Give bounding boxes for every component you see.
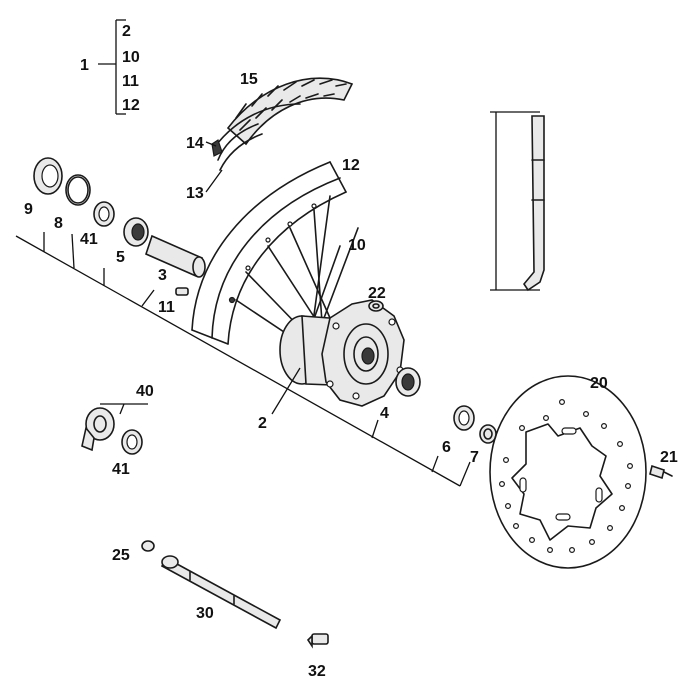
disc-bolt — [649, 464, 673, 480]
callout-15: 15 — [240, 71, 258, 88]
callout-32: 32 — [308, 663, 326, 680]
circlip — [65, 174, 91, 206]
callout-25: 25 — [112, 547, 130, 564]
brake-disc — [489, 375, 647, 569]
callout-1: 1 — [80, 57, 89, 74]
callout-10: 10 — [348, 237, 366, 254]
assembly-axis-leader — [15, 232, 471, 487]
retaining-ring — [93, 201, 115, 227]
callout-2: 2 — [258, 415, 267, 432]
callout-5: 5 — [116, 249, 125, 266]
speedometer-drive — [81, 407, 143, 455]
callout-13: 13 — [186, 185, 204, 202]
seal-ring-right — [453, 405, 475, 431]
axle-clamp-bolt — [306, 633, 329, 649]
callout-21: 21 — [660, 449, 678, 466]
callout-41-speedo: 41 — [112, 461, 130, 478]
callout-6: 6 — [442, 439, 451, 456]
callout-20: 20 — [590, 375, 608, 392]
tyre — [226, 77, 354, 146]
callout-22: 22 — [368, 285, 386, 302]
callout-41-left: 41 — [80, 231, 98, 248]
callout-9: 9 — [24, 201, 33, 218]
callout-8: 8 — [54, 215, 63, 232]
callout-40: 40 — [136, 383, 154, 400]
grub-screw — [175, 287, 189, 296]
hub — [279, 299, 405, 407]
callout-4: 4 — [380, 405, 389, 422]
callout-11: 11 — [158, 299, 175, 316]
kit-item-4: 12 — [122, 97, 140, 114]
callout-30: 30 — [196, 605, 214, 622]
axle-nut — [141, 540, 155, 552]
bearing-left — [123, 217, 149, 247]
kit-item-2: 10 — [122, 49, 140, 66]
bearing-right — [395, 367, 421, 397]
front-axle — [160, 555, 282, 630]
spacer-sleeve — [145, 234, 206, 278]
kit-item-1: 2 — [122, 23, 131, 40]
spoke-profile — [490, 111, 545, 292]
rim — [191, 161, 347, 345]
callout-14: 14 — [186, 135, 204, 152]
kit-bracket: 1 2 10 11 12 — [80, 19, 140, 115]
callout-7: 7 — [470, 449, 479, 466]
kit-item-3: 11 — [122, 73, 139, 90]
callout-12: 12 — [342, 157, 360, 174]
nut — [368, 300, 384, 312]
callout-3: 3 — [158, 267, 167, 284]
spokes — [235, 195, 359, 345]
seal-ring — [33, 157, 63, 195]
inner-tube — [217, 123, 263, 171]
